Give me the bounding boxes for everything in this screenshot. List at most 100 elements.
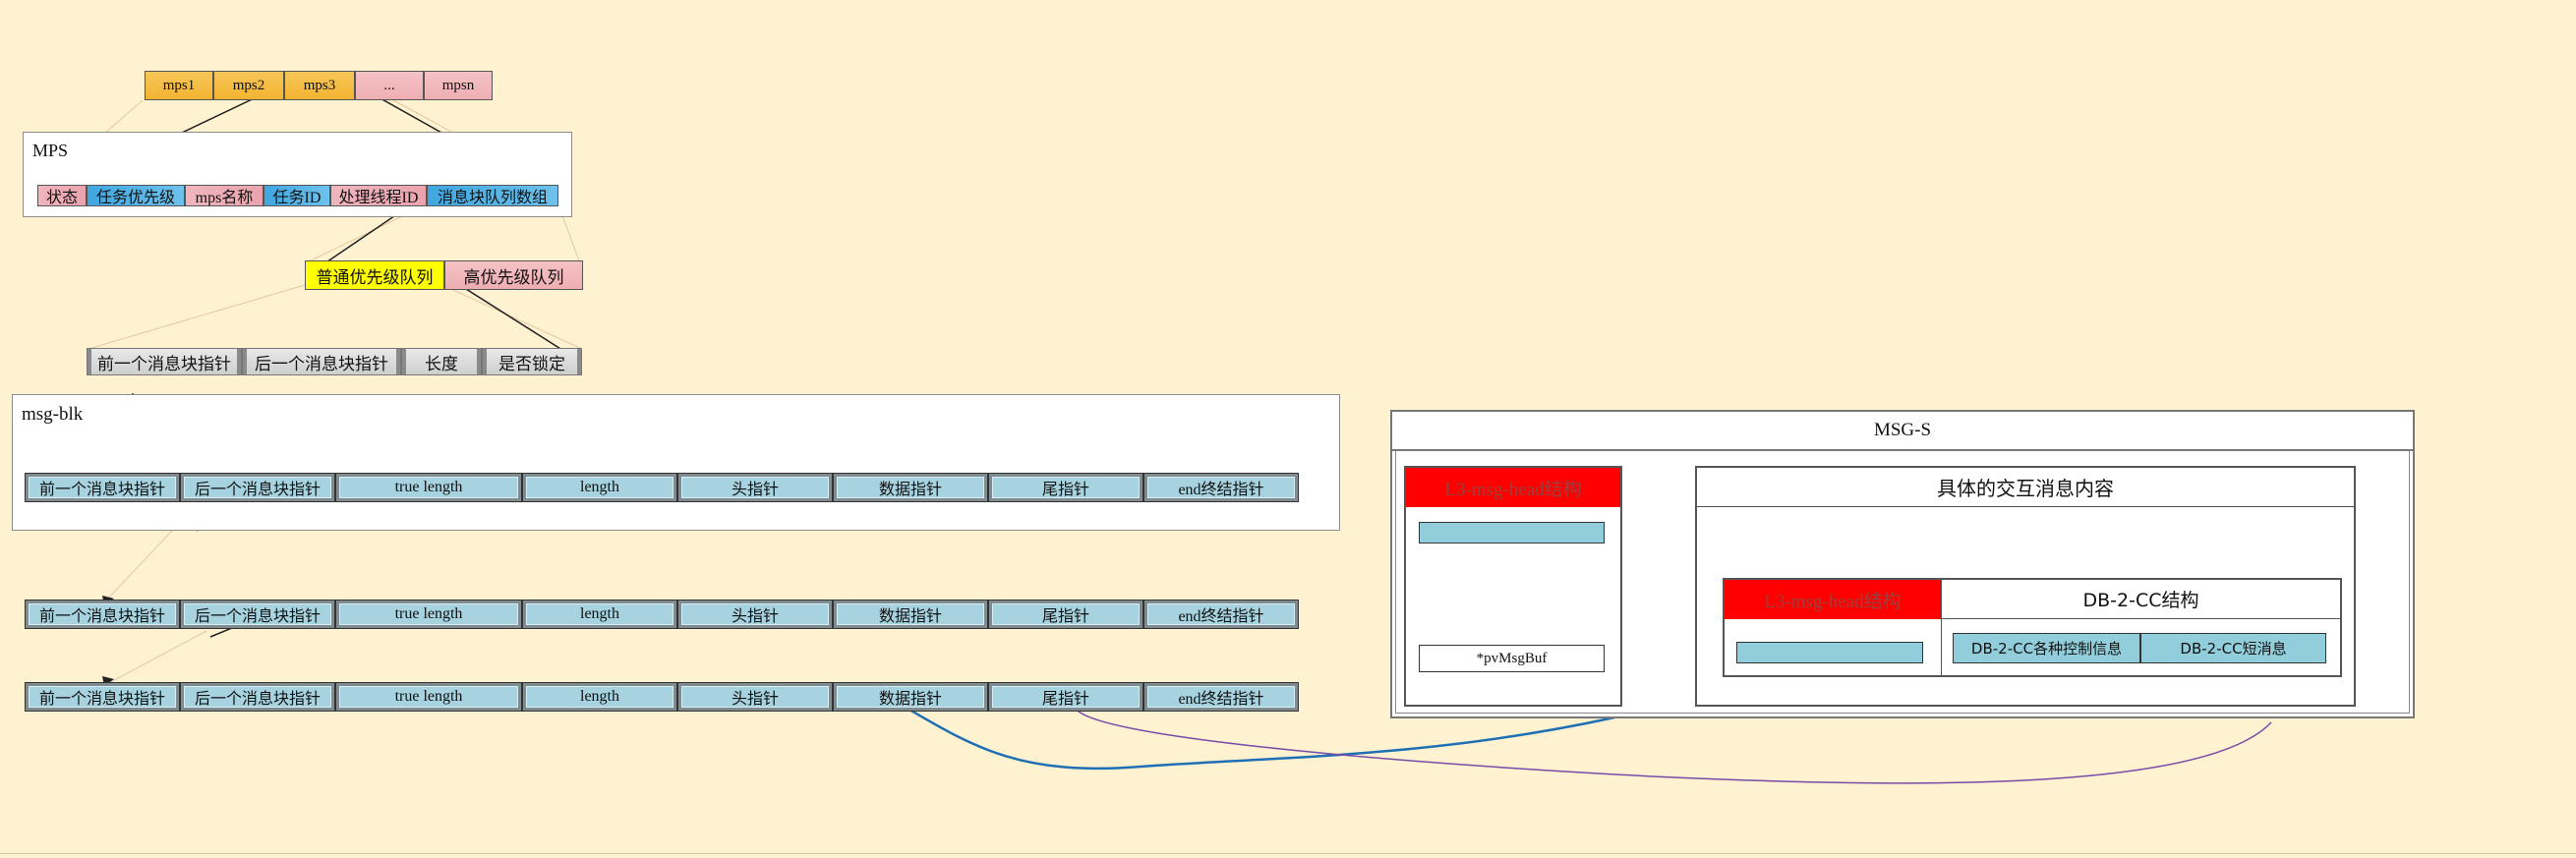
db2cc-title-label: DB-2-CC结构 <box>2082 590 2199 611</box>
field-label: 后一个消息块指针 <box>255 354 388 374</box>
field-label: 任务优先级 <box>95 188 175 206</box>
blk-field-head[interactable]: 头指针 <box>677 473 833 502</box>
blk-field-data[interactable]: 数据指针 <box>833 682 988 712</box>
db2cc-short-message[interactable]: DB-2-CC短消息 <box>2140 633 2326 663</box>
field-label: 后一个消息块指针 <box>194 480 321 498</box>
blk-field-head[interactable]: 头指针 <box>677 600 833 629</box>
blk-field-end[interactable]: end终结指针 <box>1143 473 1299 502</box>
mps-slot-label: mps1 <box>162 77 196 93</box>
mps-field-queue-array[interactable]: 消息块队列数组 <box>427 185 558 206</box>
blk-field-prev[interactable]: 前一个消息块指针 <box>25 682 180 712</box>
db2cc-control-info[interactable]: DB-2-CC各种控制信息 <box>1953 633 2140 663</box>
field-label: 前一个消息块指针 <box>38 606 165 625</box>
db2cc-title[interactable]: DB-2-CC结构 <box>1941 580 2340 619</box>
normal-priority-queue[interactable]: 普通优先级队列 <box>305 260 444 290</box>
high-priority-queue[interactable]: 高优先级队列 <box>444 260 583 290</box>
mps-slot-ellipsis[interactable]: ... <box>355 71 424 100</box>
field-label: 前一个消息块指针 <box>97 354 231 374</box>
field-label: 后一个消息块指针 <box>194 689 321 708</box>
mps-slot-n[interactable]: mpsn <box>424 71 493 100</box>
blk-field-next[interactable]: 后一个消息块指针 <box>180 682 335 712</box>
field-label: 数据指针 <box>878 606 942 625</box>
inner-l3-head-label: L3-msg-head结构 <box>1764 591 1902 612</box>
field-label: 后一个消息块指针 <box>194 606 321 625</box>
queue-field-next[interactable]: 后一个消息块指针 <box>242 348 401 375</box>
guide-line <box>104 630 207 686</box>
blk-field-length[interactable]: length <box>522 682 677 712</box>
mps-slot-1[interactable]: mps1 <box>145 71 213 100</box>
blk-field-next[interactable]: 后一个消息块指针 <box>180 473 335 502</box>
blk-field-tail[interactable]: 尾指针 <box>988 682 1143 712</box>
l3-head-label: L3-msg-head结构 <box>1444 479 1582 500</box>
mps-field-state[interactable]: 状态 <box>37 185 87 206</box>
mps-slot-label: mps3 <box>303 77 336 93</box>
mps-field-thread-id[interactable]: 处理线程ID <box>330 185 427 206</box>
msg-blk-panel: msg-blk <box>12 394 1340 531</box>
blk-field-true-length[interactable]: true length <box>335 600 522 629</box>
mps-slot-label: mps2 <box>232 77 265 93</box>
blk-field-end[interactable]: end终结指针 <box>1143 682 1299 712</box>
field-label: 是否锁定 <box>498 354 565 374</box>
field-label: 数据指针 <box>878 480 942 498</box>
mps-field-task-id[interactable]: 任务ID <box>263 185 330 206</box>
tail-pointer-curve <box>1076 709 2272 784</box>
guide-line <box>104 530 173 602</box>
queue-field-locked[interactable]: 是否锁定 <box>482 348 582 375</box>
queue-label: 高优先级队列 <box>463 267 564 288</box>
blk-field-true-length[interactable]: true length <box>335 682 522 712</box>
db2cc-control-label: DB-2-CC各种控制信息 <box>1970 640 2123 658</box>
mps-slot-label: mpsn <box>441 77 475 93</box>
field-label: end终结指针 <box>1178 482 1264 498</box>
queue-label: 普通优先级队列 <box>316 267 434 288</box>
blk-field-true-length[interactable]: true length <box>335 473 522 502</box>
field-label: 状态 <box>45 188 78 206</box>
guide-line <box>88 284 306 350</box>
queue-field-prev[interactable]: 前一个消息块指针 <box>87 348 242 375</box>
mps-field-name[interactable]: mps名称 <box>185 185 263 206</box>
msg-blk-title: msg-blk <box>22 404 84 425</box>
blk-field-prev[interactable]: 前一个消息块指针 <box>25 600 180 629</box>
l3-head-field-bar <box>1419 522 1605 543</box>
content-title-label: 具体的交互消息内容 <box>1937 477 2114 500</box>
field-label: end终结指针 <box>1178 691 1264 708</box>
mps-struct-title: MPS <box>32 141 69 160</box>
guide-line <box>441 284 583 350</box>
field-label: 前一个消息块指针 <box>38 480 165 498</box>
blk-field-tail[interactable]: 尾指针 <box>988 473 1143 502</box>
field-label: length <box>580 605 619 622</box>
blk-field-head[interactable]: 头指针 <box>677 682 833 712</box>
mps-slot-3[interactable]: mps3 <box>284 71 355 100</box>
l3-head-title: L3-msg-head结构 <box>1406 468 1620 507</box>
db2cc-short-label: DB-2-CC短消息 <box>2180 640 2287 658</box>
inner-head-field-bar <box>1736 642 1923 663</box>
queue-field-length[interactable]: 长度 <box>401 348 482 375</box>
inner-l3-head[interactable]: L3-msg-head结构 <box>1725 580 1941 619</box>
content-title: 具体的交互消息内容 <box>1697 468 2354 507</box>
field-label: 头指针 <box>731 480 779 498</box>
blk-field-tail[interactable]: 尾指针 <box>988 600 1143 629</box>
field-label: mps名称 <box>195 190 254 206</box>
blk-field-next[interactable]: 后一个消息块指针 <box>180 600 335 629</box>
blk-field-end[interactable]: end终结指针 <box>1143 600 1299 629</box>
blk-field-prev[interactable]: 前一个消息块指针 <box>25 473 180 502</box>
field-label: 头指针 <box>731 606 779 625</box>
field-label: length <box>580 688 619 705</box>
field-label: 长度 <box>425 354 458 374</box>
mps-slot-label: ... <box>383 77 395 93</box>
mps-field-priority[interactable]: 任务优先级 <box>87 185 185 206</box>
field-label: true length <box>394 688 463 705</box>
blk-field-length[interactable]: length <box>522 473 677 502</box>
data-pointer-curve <box>908 708 1615 771</box>
field-label: 尾指针 <box>1041 480 1089 498</box>
blk-field-length[interactable]: length <box>522 600 677 629</box>
field-label: length <box>580 479 619 495</box>
field-label: true length <box>394 605 463 622</box>
pvmsgbuf-field[interactable]: *pvMsgBuf <box>1419 645 1605 672</box>
blk-field-data[interactable]: 数据指针 <box>833 473 988 502</box>
msg-s-title-text: MSG-S <box>1873 420 1932 440</box>
pvmsgbuf-label: *pvMsgBuf <box>1476 650 1548 666</box>
blk-field-data[interactable]: 数据指针 <box>833 600 988 629</box>
mps-slot-2[interactable]: mps2 <box>213 71 284 100</box>
field-label: 前一个消息块指针 <box>38 689 165 708</box>
msg-s-title: MSG-S <box>1392 412 2413 451</box>
